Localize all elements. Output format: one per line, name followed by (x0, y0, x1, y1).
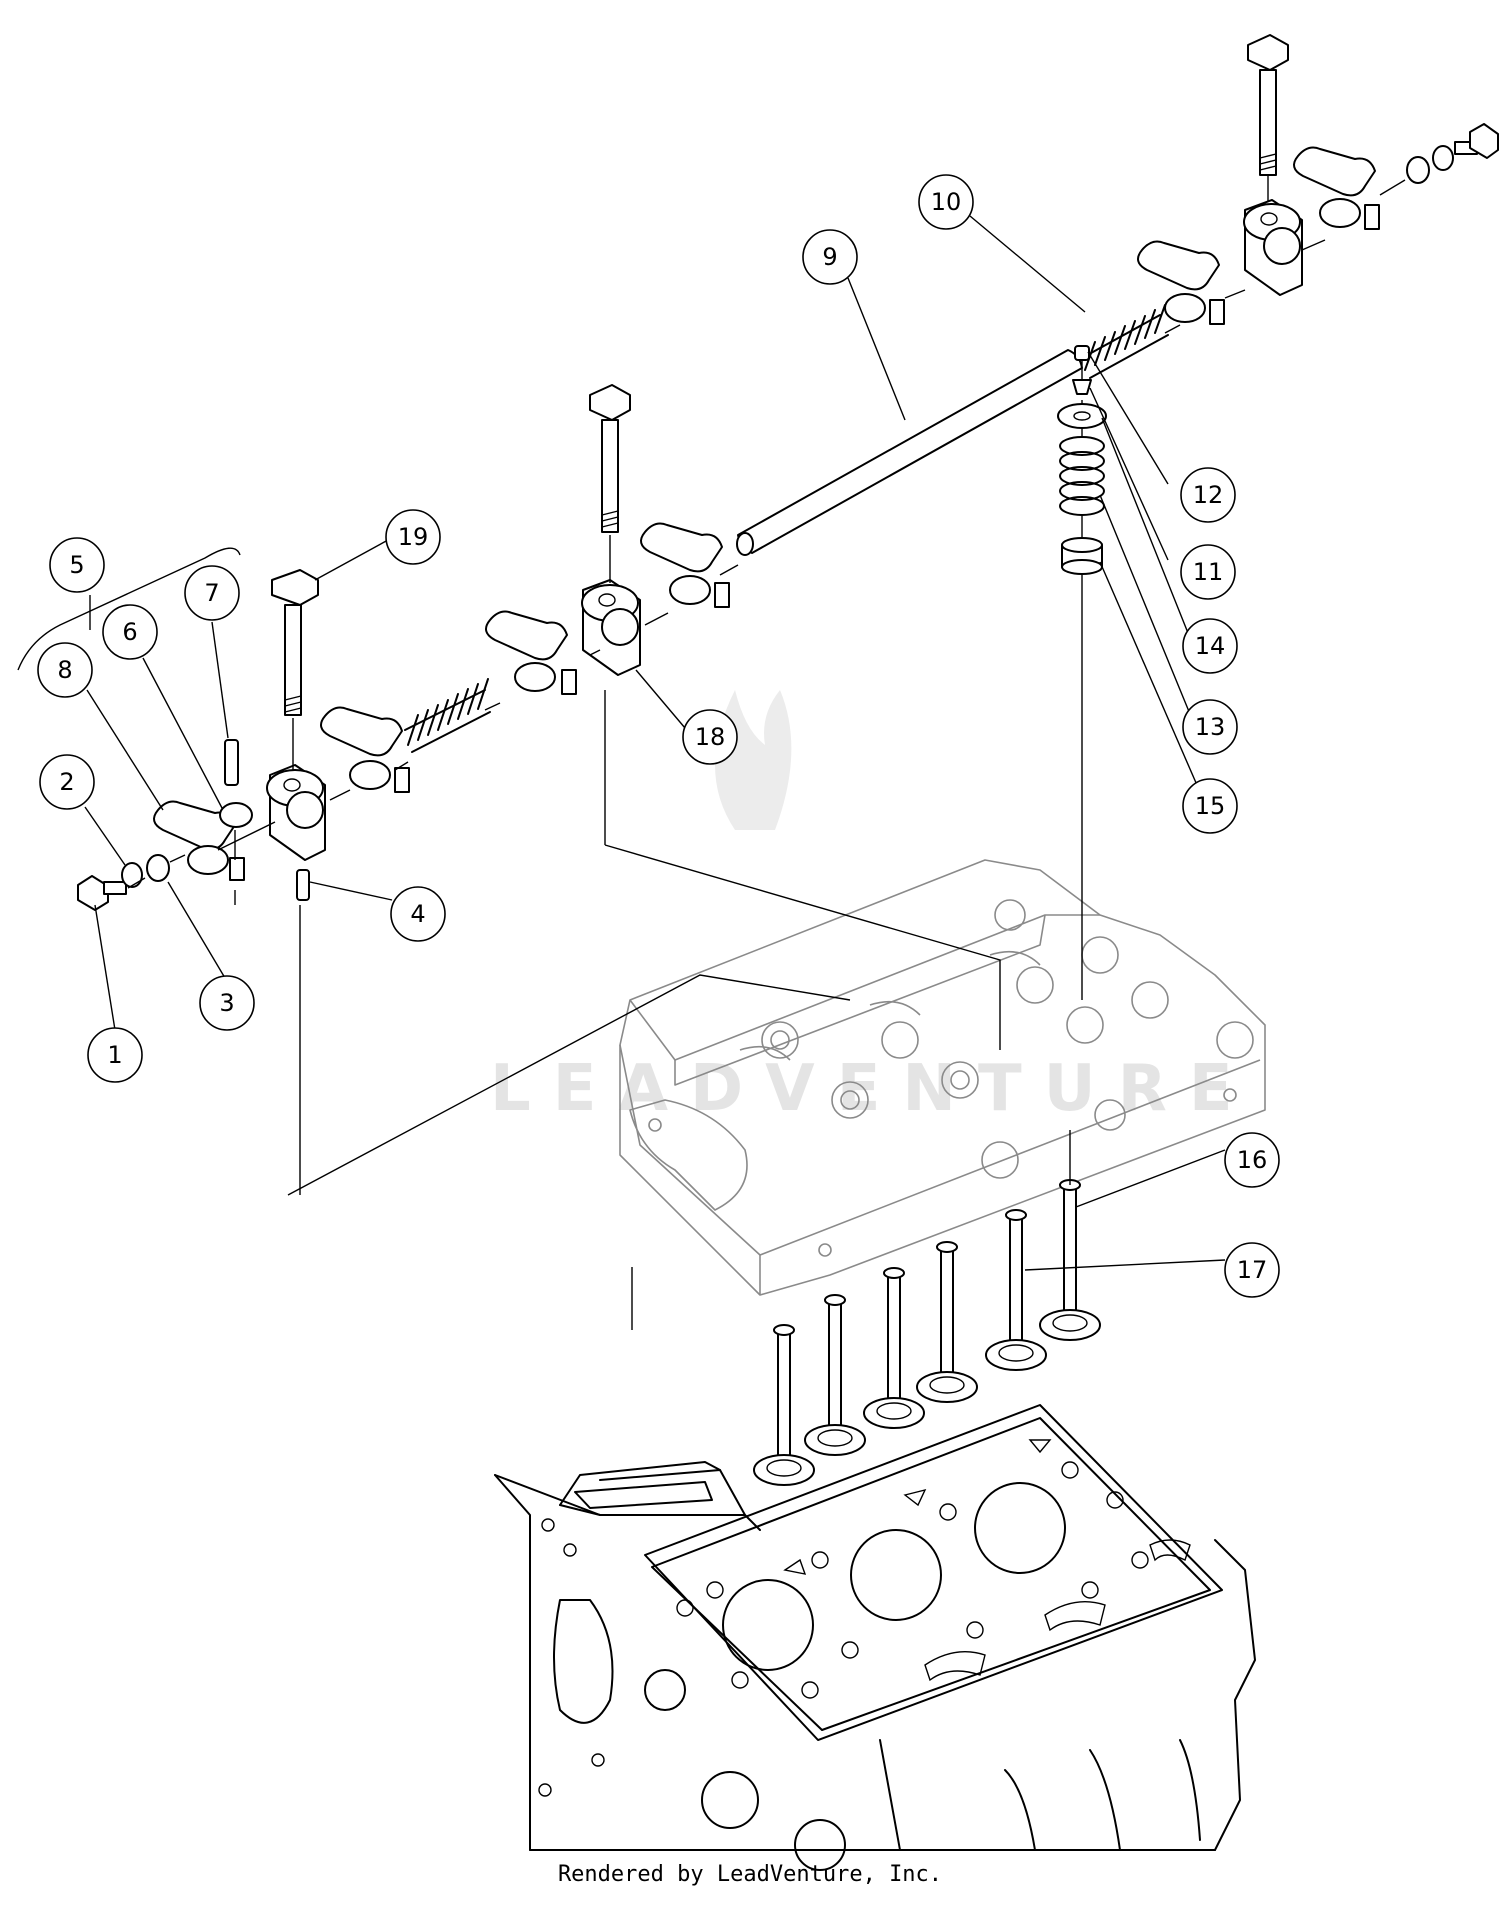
valve-cap-12 (1074, 345, 1090, 361)
rocker-pedestal-left (266, 764, 326, 861)
svg-text:8: 8 (57, 656, 72, 684)
svg-text:12: 12 (1193, 481, 1224, 509)
rocker-shaft (736, 349, 1083, 556)
plug-7 (219, 739, 253, 828)
footer-credit: Rendered by LeadVenture, Inc. (557, 1862, 943, 1887)
bolt-19-left (271, 569, 319, 716)
valve-spring-assembly (1057, 345, 1107, 575)
svg-text:13: 13 (1195, 713, 1226, 741)
svg-text:7: 7 (204, 579, 219, 607)
callout-15: 15 (1182, 778, 1238, 834)
valve-seal-15 (1061, 537, 1103, 575)
washer (1432, 145, 1454, 171)
svg-text:4: 4 (410, 900, 425, 928)
svg-text:18: 18 (695, 723, 726, 751)
rocker-pedestal-right (1243, 199, 1303, 296)
callout-8: 8 (37, 642, 93, 698)
rocker-pedestal-18 (581, 579, 641, 676)
valve-spring-13 (1059, 436, 1105, 516)
washer (1406, 156, 1430, 184)
bolt-center (589, 384, 631, 533)
svg-text:9: 9 (822, 243, 837, 271)
engine-block (494, 1461, 1256, 1871)
rocker-arm-8 (153, 800, 245, 881)
washer-2 (121, 862, 143, 888)
rocker-arm (320, 706, 410, 793)
callout-6: 6 (102, 604, 158, 660)
rocker-arm (1293, 146, 1380, 230)
callout-14: 14 (1182, 618, 1238, 674)
valve (916, 1241, 978, 1403)
callout-1: 1 (87, 1027, 143, 1083)
rocker-arm-assembly (77, 34, 1499, 911)
callout-leaders (84, 215, 1226, 1271)
callout-9: 9 (802, 229, 858, 285)
svg-text:1: 1 (107, 1041, 122, 1069)
bolt-right (1247, 34, 1289, 176)
valve (804, 1294, 866, 1456)
callout-4: 4 (390, 886, 446, 942)
callouts: 1 2 3 4 5 6 7 8 9 10 11 12 13 14 15 16 1… (37, 174, 1280, 1298)
callout-5: 5 (49, 537, 105, 593)
callout-2: 2 (39, 754, 95, 810)
callout-19: 19 (385, 509, 441, 565)
rocker-arm (640, 522, 730, 608)
svg-text:17: 17 (1237, 1256, 1268, 1284)
watermark-text: LEADVENTURE (490, 1052, 1255, 1126)
callout-13: 13 (1182, 699, 1238, 755)
callout-3: 3 (199, 975, 255, 1031)
rocker-arm (485, 610, 577, 695)
spring-left (404, 678, 491, 753)
spring-10 (1081, 304, 1169, 379)
svg-text:11: 11 (1193, 558, 1224, 586)
washer-3 (146, 854, 170, 882)
callout-10: 10 (918, 174, 974, 230)
cylinder-head (619, 859, 1266, 1296)
callout-18: 18 (682, 709, 738, 765)
svg-text:2: 2 (59, 768, 74, 796)
callout-11: 11 (1180, 544, 1236, 600)
callout-12: 12 (1180, 467, 1236, 523)
valve (1039, 1179, 1101, 1341)
bracket-5 (17, 547, 241, 671)
valves (753, 1179, 1101, 1486)
svg-text:5: 5 (69, 551, 84, 579)
pin-4 (296, 869, 310, 901)
valve (863, 1267, 925, 1429)
rocker-arm (1137, 240, 1225, 325)
collet-11 (1072, 379, 1092, 395)
bolt-1 (77, 875, 127, 911)
svg-text:6: 6 (122, 618, 137, 646)
svg-text:15: 15 (1195, 792, 1226, 820)
callout-16: 16 (1224, 1132, 1280, 1188)
svg-text:14: 14 (1195, 632, 1226, 660)
callout-17: 17 (1224, 1242, 1280, 1298)
callout-7: 7 (184, 565, 240, 621)
svg-text:3: 3 (219, 989, 234, 1017)
valve (985, 1209, 1047, 1371)
valve (753, 1324, 815, 1486)
svg-text:19: 19 (398, 523, 429, 551)
svg-text:10: 10 (931, 188, 962, 216)
bolt (1454, 123, 1499, 159)
head-gasket (644, 1404, 1223, 1741)
svg-text:16: 16 (1237, 1146, 1268, 1174)
alignment-lines (127, 176, 1406, 1330)
